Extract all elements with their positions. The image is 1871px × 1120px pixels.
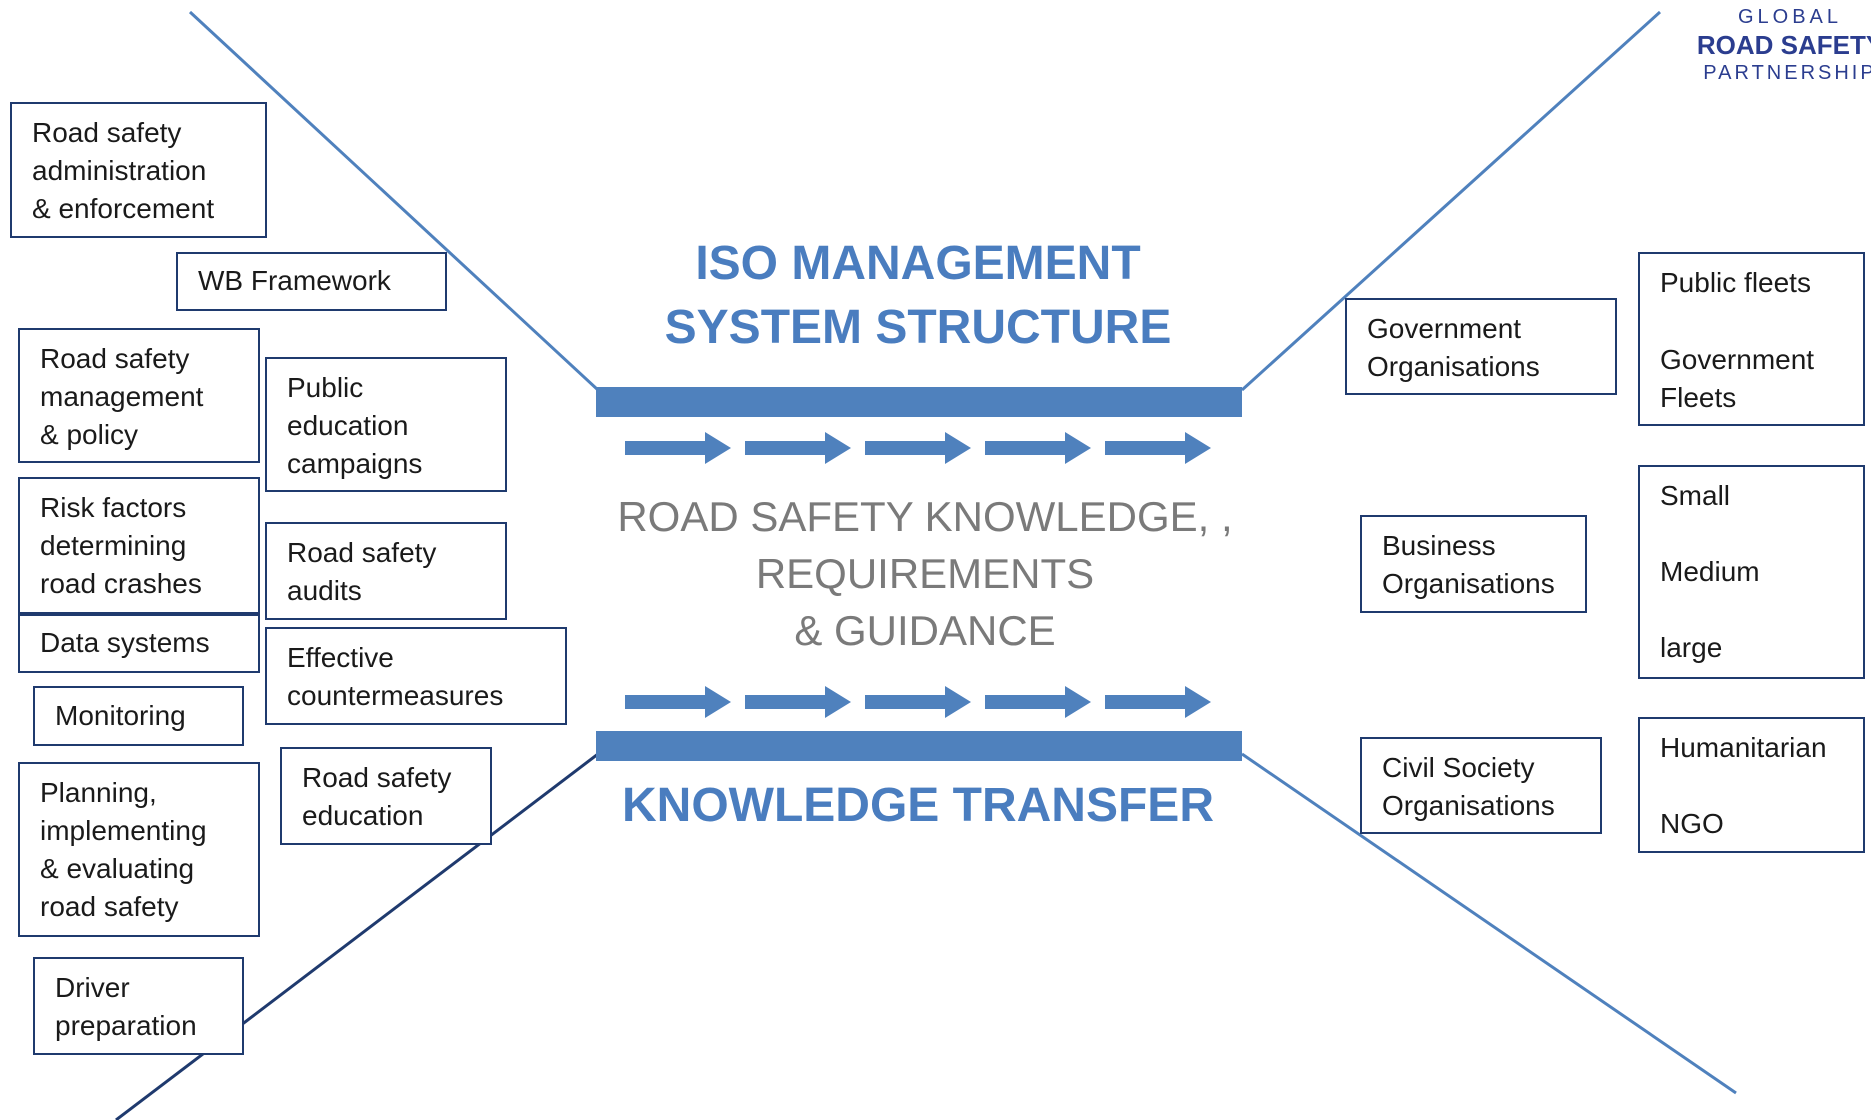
knowledge-line: REQUIREMENTS: [755, 550, 1095, 597]
box-public-education-campaigns: Public education campaigns: [265, 357, 507, 492]
box-line: Effective: [287, 642, 394, 673]
box-line: road crashes: [40, 568, 202, 599]
box-risk-factors: Risk factors determining road crashes: [18, 477, 260, 614]
box-business-organisations: Business Organisations: [1360, 515, 1587, 613]
box-line: audits: [287, 575, 362, 606]
iso-title: ISO MANAGEMENT SYSTEM STRUCTURE: [568, 232, 1268, 360]
box-line: Data systems: [40, 627, 210, 658]
upper-left-line: [188, 10, 600, 392]
lower-right-line: [1241, 752, 1737, 1095]
arrow-row-bottom: [625, 686, 1211, 718]
box-line: Small: [1660, 480, 1731, 511]
box-line: large: [1660, 632, 1723, 663]
box-line: countermeasures: [287, 680, 504, 711]
box-road-safety-management: Road safety management & policy: [18, 328, 260, 463]
box-line: Planning,: [40, 777, 157, 808]
title-line: SYSTEM STRUCTURE: [664, 301, 1172, 354]
box-line: Driver: [55, 972, 130, 1003]
box-line: Road safety: [302, 762, 452, 793]
box-monitoring: Monitoring: [33, 686, 244, 746]
box-line: Government: [1660, 344, 1815, 375]
lower-left-line: [115, 752, 599, 1120]
box-line: & enforcement: [32, 193, 215, 224]
gsrp-logo: GLOBAL ROAD SAFETY PARTNERSHIP: [1675, 6, 1871, 84]
box-line: & policy: [40, 419, 139, 450]
box-line: Road safety: [32, 117, 182, 148]
arrow-right-icon: [625, 432, 731, 464]
arrow-right-icon: [865, 686, 971, 718]
box-line: education: [287, 410, 409, 441]
logo-line-2: ROAD SAFETY: [1696, 30, 1871, 60]
upper-right-line: [1240, 10, 1662, 392]
box-road-safety-audits: Road safety audits: [265, 522, 507, 620]
box-line: Road safety: [287, 537, 437, 568]
box-line: & evaluating: [40, 853, 195, 884]
box-line: WB Framework: [198, 265, 391, 296]
knowledge-transfer-title: KNOWLEDGE TRANSFER: [568, 774, 1268, 838]
box-road-safety-education: Road safety education: [280, 747, 492, 845]
arrow-right-icon: [745, 686, 851, 718]
arrow-right-icon: [625, 686, 731, 718]
box-effective-countermeasures: Effective countermeasures: [265, 627, 567, 725]
box-line: Public: [287, 372, 364, 403]
box-planning-implementing: Planning, implementing & evaluating road…: [18, 762, 260, 937]
arrow-row-top: [625, 432, 1211, 464]
box-line: NGO: [1660, 808, 1724, 839]
box-data-systems: Data systems: [18, 614, 260, 673]
box-line: Road safety: [40, 343, 190, 374]
box-line: education: [302, 800, 424, 831]
arrow-right-icon: [985, 432, 1091, 464]
box-line: Organisations: [1382, 790, 1555, 821]
top-bar: [596, 387, 1242, 417]
box-line: preparation: [55, 1010, 197, 1041]
arrow-right-icon: [985, 686, 1091, 718]
box-line: implementing: [40, 815, 207, 846]
arrow-right-icon: [745, 432, 851, 464]
logo-line-3: PARTNERSHIP: [1703, 62, 1871, 84]
box-government-organisations: Government Organisations: [1345, 298, 1617, 395]
arrow-right-icon: [865, 432, 971, 464]
box-wb-framework: WB Framework: [176, 252, 447, 311]
box-small-medium-large: Small Medium large: [1638, 465, 1865, 679]
bottom-bar: [596, 731, 1242, 761]
box-humanitarian-ngo: Humanitarian NGO: [1638, 717, 1865, 853]
box-line: Monitoring: [55, 700, 186, 731]
box-road-safety-administration: Road safety administration & enforcement: [10, 102, 267, 238]
box-line: Organisations: [1367, 351, 1540, 382]
box-line: Government: [1367, 313, 1522, 344]
title-line: KNOWLEDGE TRANSFER: [622, 779, 1214, 832]
box-line: road safety: [40, 891, 179, 922]
arrow-right-icon: [1105, 432, 1211, 464]
box-line: management: [40, 381, 204, 412]
box-civil-society-organisations: Civil Society Organisations: [1360, 737, 1602, 834]
box-line: Public fleets: [1660, 267, 1811, 298]
box-line: Civil Society: [1382, 752, 1535, 783]
knowledge-line: & GUIDANCE: [794, 607, 1056, 654]
box-line: Medium: [1660, 556, 1760, 587]
title-line: ISO MANAGEMENT: [695, 237, 1141, 290]
box-line: determining: [40, 530, 187, 561]
knowledge-text: ROAD SAFETY KNOWLEDGE, , REQUIREMENTS & …: [575, 488, 1275, 659]
box-line: Humanitarian: [1660, 732, 1827, 763]
box-line: Risk factors: [40, 492, 187, 523]
arrow-right-icon: [1105, 686, 1211, 718]
box-line: Business: [1382, 530, 1496, 561]
box-line: campaigns: [287, 448, 423, 479]
box-line: administration: [32, 155, 207, 186]
box-line: Fleets: [1660, 382, 1737, 413]
knowledge-line: ROAD SAFETY KNOWLEDGE, ,: [617, 493, 1233, 540]
box-line: Organisations: [1382, 568, 1555, 599]
box-driver-preparation: Driver preparation: [33, 957, 244, 1055]
box-public-government-fleets: Public fleets Government Fleets: [1638, 252, 1865, 426]
logo-line-1: GLOBAL: [1737, 6, 1843, 28]
